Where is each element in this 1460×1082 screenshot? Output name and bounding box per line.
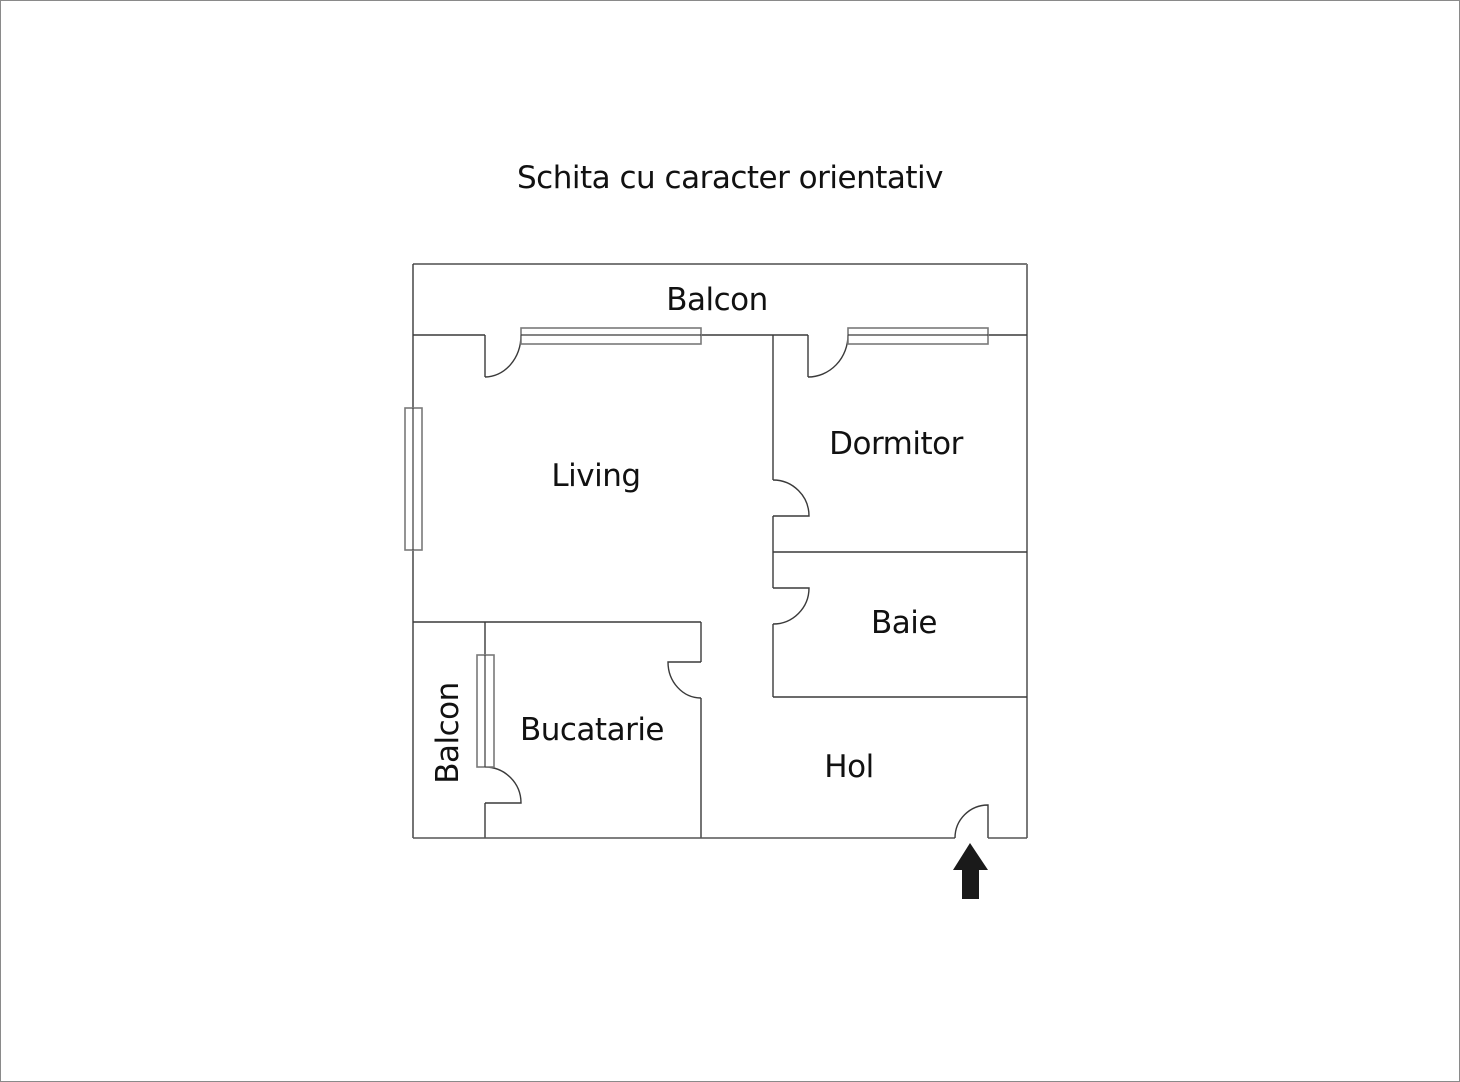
- door-swing-dormitor-balcony: [807, 334, 849, 378]
- door-swing-entrance: [954, 804, 989, 839]
- room-label-hol: Hol: [824, 749, 873, 785]
- door-swing-bucatarie-balcon: [484, 766, 522, 804]
- plan-title: Schita cu caracter orientativ: [517, 160, 944, 196]
- door-swing-dormitor: [772, 479, 810, 517]
- room-label-bucatarie: Bucatarie: [520, 712, 664, 748]
- room-label-dormitor: Dormitor: [829, 426, 963, 462]
- arrow-up-icon: [953, 843, 988, 899]
- room-label-living: Living: [551, 458, 640, 494]
- door-swing-bucatarie: [667, 661, 702, 699]
- door-swing-baie: [772, 587, 810, 625]
- room-label-balcon-top: Balcon: [666, 282, 768, 318]
- window-dormitor-top: [847, 327, 989, 345]
- room-label-balcon-side: Balcon: [430, 682, 466, 784]
- room-label-baie: Baie: [871, 605, 937, 641]
- door-swing-living-balcony: [484, 334, 522, 378]
- window-living-top: [520, 327, 702, 345]
